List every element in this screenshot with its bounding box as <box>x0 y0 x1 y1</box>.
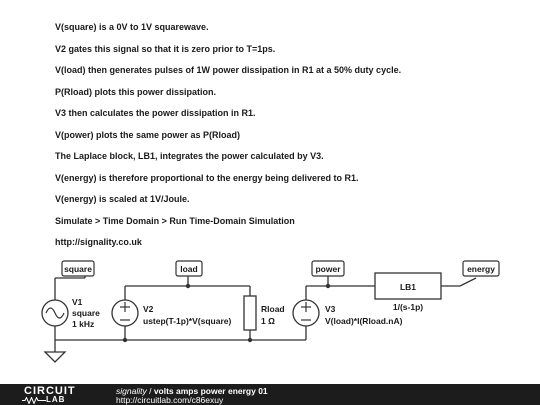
net-label-square: square <box>61 260 95 277</box>
net-label-load: load <box>175 260 203 277</box>
v2-expr: ustep(T-1p)*V(square) <box>143 316 231 326</box>
net-label-energy: energy <box>462 260 500 277</box>
note-line: http://signality.co.uk <box>55 237 142 247</box>
lb1-block <box>374 272 442 300</box>
footer-title-line: signality / volts amps power energy 01 <box>116 386 268 396</box>
v3-expr: V(load)*I(Rload.nA) <box>325 316 403 326</box>
note-line: V(square) is a 0V to 1V squarewave. <box>55 22 209 32</box>
schematic: square load power energy V1 square 1 kHz… <box>41 260 500 363</box>
rload-resistor <box>243 295 257 331</box>
v1-freq: 1 kHz <box>72 319 94 329</box>
svg-text:power: power <box>315 264 341 274</box>
circuitlab-logo: CIRCUIT <box>24 385 76 397</box>
v1-source-symbol <box>41 299 69 327</box>
note-line: V(energy) is therefore proportional to t… <box>55 173 359 183</box>
v2-source-symbol <box>111 299 139 327</box>
ground-symbol <box>43 351 67 363</box>
svg-text:square: square <box>64 264 92 274</box>
note-line: The Laplace block, LB1, integrates the p… <box>55 151 324 161</box>
footer-separator: / <box>146 386 154 396</box>
note-line: V(load) then generates pulses of 1W powe… <box>55 65 402 75</box>
v1-type: square <box>72 308 100 318</box>
footer-url[interactable]: http://circuitlab.com/c86exuy <box>116 395 224 405</box>
rload-name: Rload <box>261 304 285 314</box>
footer-title: volts amps power energy 01 <box>153 386 268 396</box>
note-line: Simulate > Time Domain > Run Time-Domain… <box>55 216 295 226</box>
note-line: P(Rload) plots this power dissipation. <box>55 87 217 97</box>
svg-text:energy: energy <box>467 264 495 274</box>
note-line: V2 gates this signal so that it is zero … <box>55 44 276 54</box>
note-line: V(power) plots the same power as P(Rload… <box>55 130 241 140</box>
rload-value: 1 Ω <box>261 316 275 326</box>
circuitlab-logo-sub: LAB <box>46 395 66 404</box>
footer-bar: CIRCUIT LAB signality / volts amps power… <box>0 384 540 405</box>
v3-name: V3 <box>325 304 336 314</box>
logo-wave-icon <box>22 397 46 404</box>
lb1-tf: 1/(s-1p) <box>393 302 423 312</box>
v1-name: V1 <box>72 297 83 307</box>
note-line: V3 then calculates the power dissipation… <box>55 108 256 118</box>
net-label-power: power <box>311 260 345 277</box>
v3-source-symbol <box>292 299 320 327</box>
lb1-name: LB1 <box>400 282 416 292</box>
svg-text:load: load <box>180 264 197 274</box>
v2-name: V2 <box>143 304 154 314</box>
note-line: V(energy) is scaled at 1V/Joule. <box>55 194 190 204</box>
footer-author: signality <box>116 386 147 396</box>
